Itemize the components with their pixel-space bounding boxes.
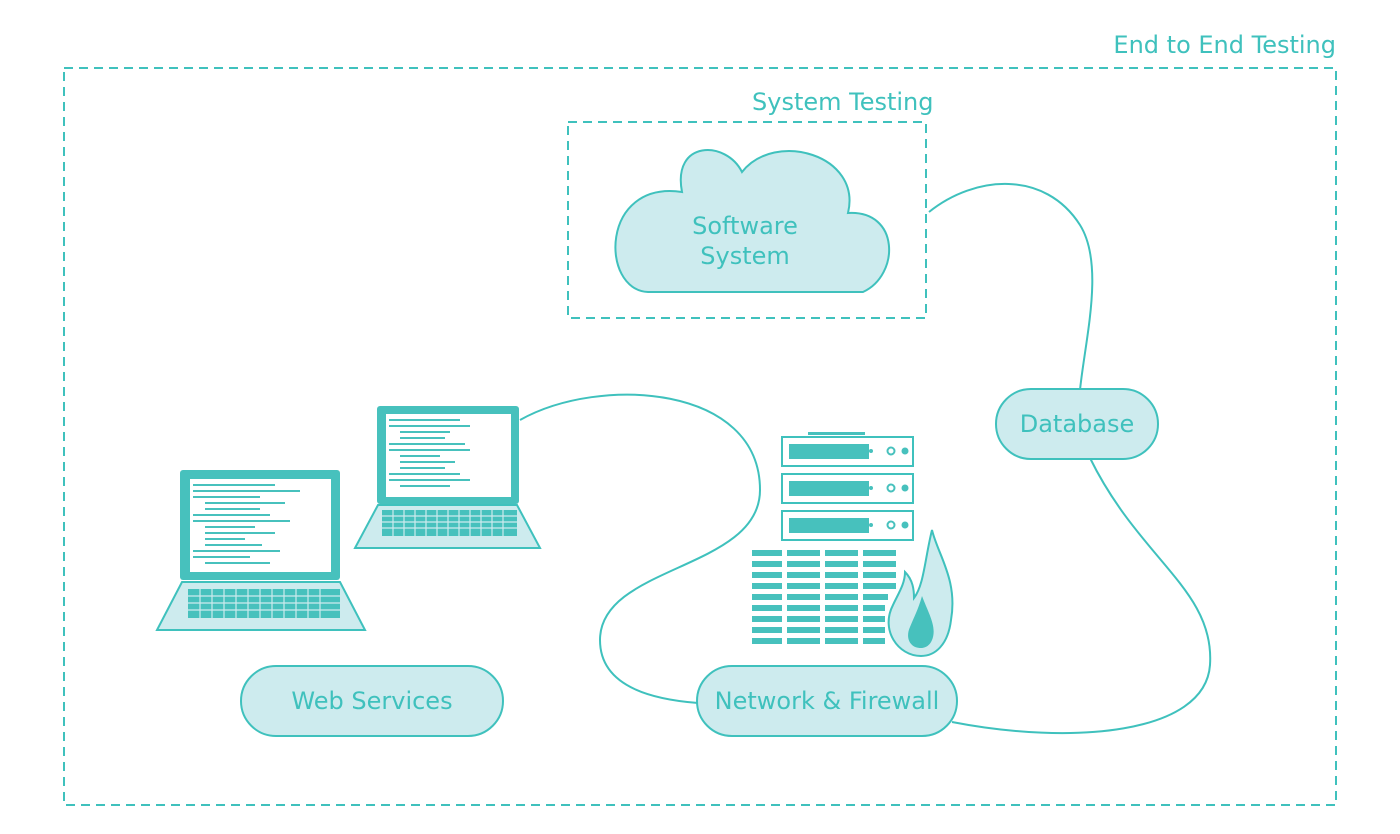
software-system-line-1: Software [692,212,798,240]
network-firewall-pill [696,665,958,737]
web-services-pill [240,665,504,737]
flame-icon [887,529,954,658]
network-firewall-label: Network & Firewall [714,687,940,715]
end-to-end-boundary [63,67,1337,806]
system-testing-label: System Testing [752,88,934,116]
laptop-left-icon [155,470,367,631]
connector-laptop-network [519,393,762,704]
firewall-wall-icon [752,550,896,644]
software-system-label: Software System [660,211,830,271]
database-pill [995,388,1159,460]
system-testing-boundary [567,121,927,319]
software-system-line-2: System [700,242,790,270]
web-services-label: Web Services [291,687,453,715]
server-stack-icon [781,432,914,541]
database-label: Database [1019,410,1135,438]
laptop-right-icon [353,406,542,549]
cloud-shape [614,149,891,293]
connector-database-network [951,457,1212,735]
end-to-end-testing-label: End to End Testing [1113,31,1336,59]
connector-cloud-database [928,183,1094,391]
